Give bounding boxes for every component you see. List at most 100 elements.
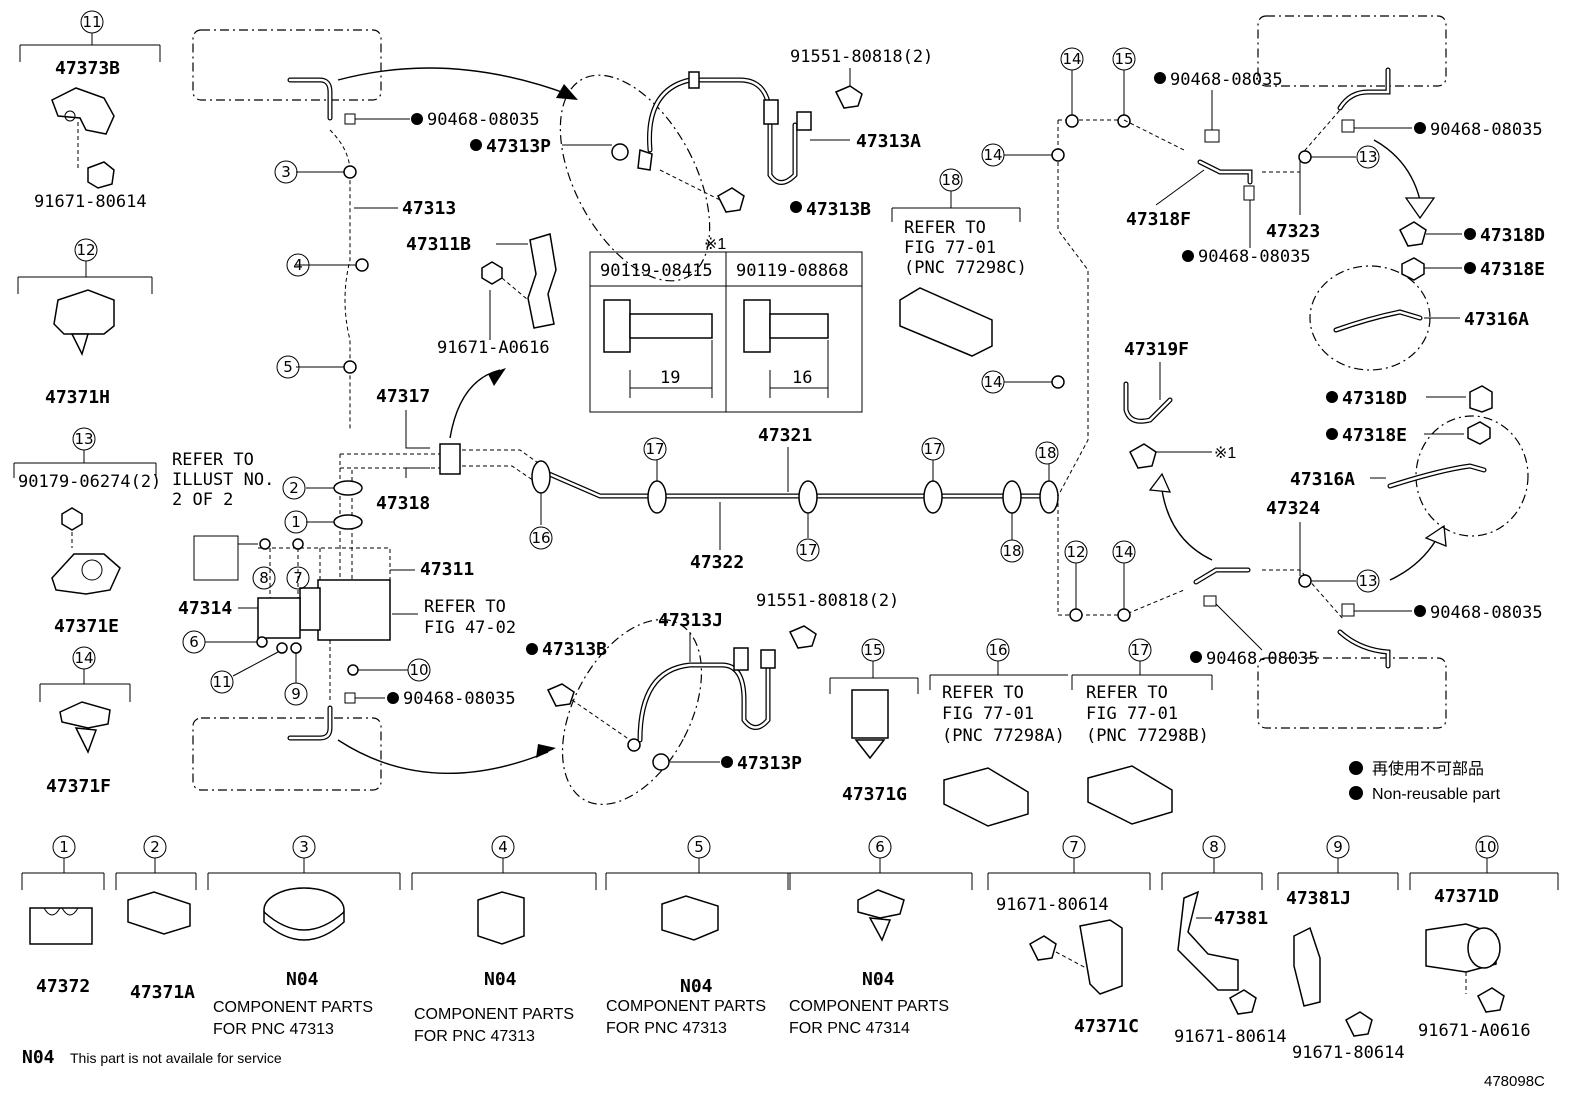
part-47313P-top[interactable]: 47313P [486, 136, 551, 157]
part-47316A-bottom[interactable]: 47316A [1290, 469, 1355, 490]
part-90179-06274[interactable]: 90179-06274(2) [18, 472, 161, 492]
callout-14-b: 14 [983, 146, 1002, 164]
part-47318E-top[interactable]: 47318E [1480, 259, 1545, 280]
part-47319F[interactable]: 47319F [1124, 339, 1189, 360]
part-91671-80614-a[interactable]: 91671-80614 [34, 192, 147, 212]
clip-47371G [851, 689, 889, 739]
callout-6: 6 [189, 633, 199, 651]
part-90468-08035-g[interactable]: 90468-08035 [1430, 603, 1543, 623]
assembly-bottom-47313J: 91551-80818(2) 47313J 47313B 47313P [192, 591, 899, 805]
bolt-table-col2: 90119-08868 [736, 261, 849, 281]
part-47313J[interactable]: 47313J [658, 610, 723, 631]
callout-16: 16 [988, 641, 1007, 659]
group-11: 11 47373B 91671-80614 [19, 10, 161, 212]
part-90468-08035-c[interactable]: 90468-08035 [1170, 70, 1283, 90]
part-47311B[interactable]: 47311B [406, 234, 471, 255]
callout-7: 7 [293, 569, 303, 587]
part-47314[interactable]: 47314 [178, 598, 232, 619]
group-14: 14 47371F [39, 646, 131, 797]
callout-14-c: 14 [983, 373, 1002, 391]
callout-17-c: 17 [923, 440, 942, 458]
group-12: 12 47371H [17, 238, 153, 408]
callout-10: 10 [409, 661, 428, 679]
part-90468-08035-a[interactable]: 90468-08035 [427, 110, 540, 130]
callout-8-bottom: 8 [1209, 838, 1219, 856]
part-47316A-top[interactable]: 47316A [1464, 309, 1529, 330]
group-13: 13 90179-06274(2) 47371E [13, 427, 161, 637]
part-47381[interactable]: 47381 [1214, 908, 1268, 929]
part-47313A[interactable]: 47313A [856, 131, 921, 152]
callout-11-main: 11 [212, 673, 231, 691]
part-47371H[interactable]: 47371H [45, 387, 110, 408]
callout-1: 1 [291, 513, 301, 531]
part-47324[interactable]: 47324 [1266, 498, 1320, 519]
ref16-line3: (PNC 77298A) [942, 726, 1065, 746]
comp-3-line1: COMPONENT PARTS [213, 999, 373, 1016]
part-47371G[interactable]: 47371G [842, 784, 907, 805]
part-91671-A0616-bottom[interactable]: 91671-A0616 [1418, 1021, 1531, 1041]
part-47318[interactable]: 47318 [376, 493, 430, 514]
group-47313: 90468-08035 3 4 5 47313 [192, 29, 578, 430]
part-47313B-top[interactable]: 47313B [806, 199, 871, 220]
ref16-line2: FIG 77-01 [942, 704, 1034, 724]
callout-6-bottom: 6 [875, 838, 885, 856]
part-47373B[interactable]: 47373B [55, 58, 120, 79]
clamp-77298C [899, 287, 993, 357]
ref-illust-3: 2 OF 2 [172, 490, 233, 510]
n04-4: N04 [484, 969, 517, 990]
part-90468-08035-d[interactable]: 90468-08035 [1198, 247, 1311, 267]
callout-2: 2 [289, 479, 299, 497]
callout-18-c: 18 [1037, 444, 1056, 462]
callout-9: 9 [291, 685, 301, 703]
part-47313[interactable]: 47313 [402, 198, 456, 219]
callout-16-main: 16 [531, 529, 550, 547]
part-47323[interactable]: 47323 [1266, 221, 1320, 242]
part-47371A[interactable]: 47371A [130, 982, 195, 1003]
callout-15-top: 15 [1114, 50, 1133, 68]
part-47318D-top[interactable]: 47318D [1480, 225, 1545, 246]
n04-3: N04 [286, 969, 319, 990]
part-47322[interactable]: 47322 [690, 552, 744, 573]
part-47321[interactable]: 47321 [758, 425, 812, 446]
callout-14-top: 14 [1062, 50, 1081, 68]
part-47372[interactable]: 47372 [36, 976, 90, 997]
part-91671-80614-d[interactable]: 91671-80614 [1292, 1043, 1405, 1063]
part-90468-08035-e[interactable]: 90468-08035 [1430, 120, 1543, 140]
part-47371F[interactable]: 47371F [46, 776, 111, 797]
part-47318F[interactable]: 47318F [1126, 209, 1191, 230]
clip-47371H [53, 289, 115, 335]
part-47313P-bottom[interactable]: 47313P [737, 753, 802, 774]
callout-13-bottom: 13 [1358, 572, 1377, 590]
part-47318E-bottom[interactable]: 47318E [1342, 425, 1407, 446]
callout-15-mid: 15 [863, 641, 882, 659]
part-91671-80614-c[interactable]: 91671-80614 [1174, 1027, 1287, 1047]
part-47317[interactable]: 47317 [376, 386, 430, 407]
bracket-47381 [1177, 890, 1239, 991]
part-90468-08035-b[interactable]: 90468-08035 [403, 689, 516, 709]
part-91551-bottom[interactable]: 91551-80818(2) [756, 591, 899, 611]
part-47318D-bottom[interactable]: 47318D [1342, 388, 1407, 409]
part-91551-top[interactable]: 91551-80818(2) [790, 47, 933, 67]
callout-18-b: 18 [1002, 542, 1021, 560]
part-47311[interactable]: 47311 [420, 559, 474, 580]
legend-en: Non-reusable part [1372, 786, 1501, 803]
ref-4702-2: FIG 47-02 [424, 618, 516, 638]
callout-5: 5 [283, 358, 293, 376]
part-47313B-bottom[interactable]: 47313B [542, 639, 607, 660]
ref-illust-1: REFER TO [172, 450, 254, 470]
bolt-table-mark: ※1 [704, 236, 726, 253]
right-assembly: 14 15 14 14 12 14 90468-08035 90468-0803… [981, 15, 1545, 729]
part-47371C[interactable]: 47371C [1074, 1016, 1139, 1037]
callout-7-bottom: 7 [1069, 838, 1079, 856]
part-47381J[interactable]: 47381J [1286, 888, 1351, 909]
part-47371D[interactable]: 47371D [1434, 886, 1499, 907]
callout-17: 17 [1130, 641, 1149, 659]
assembly-top-47313A: 47313B 47313P 47313A 91551-80818(2) [470, 47, 933, 282]
part-91671-A0616-mid[interactable]: 91671-A0616 [437, 338, 550, 358]
part-91671-80614-b[interactable]: 91671-80614 [996, 895, 1109, 915]
callout-5-bottom: 5 [694, 838, 704, 856]
part-47371E[interactable]: 47371E [54, 616, 119, 637]
comp-5-line2: FOR PNC 47313 [606, 1020, 727, 1037]
bolt-mark-ref: ※1 [1214, 445, 1236, 462]
bolt-table: ※1 90119-08415 90119-08868 19 16 [589, 236, 863, 413]
